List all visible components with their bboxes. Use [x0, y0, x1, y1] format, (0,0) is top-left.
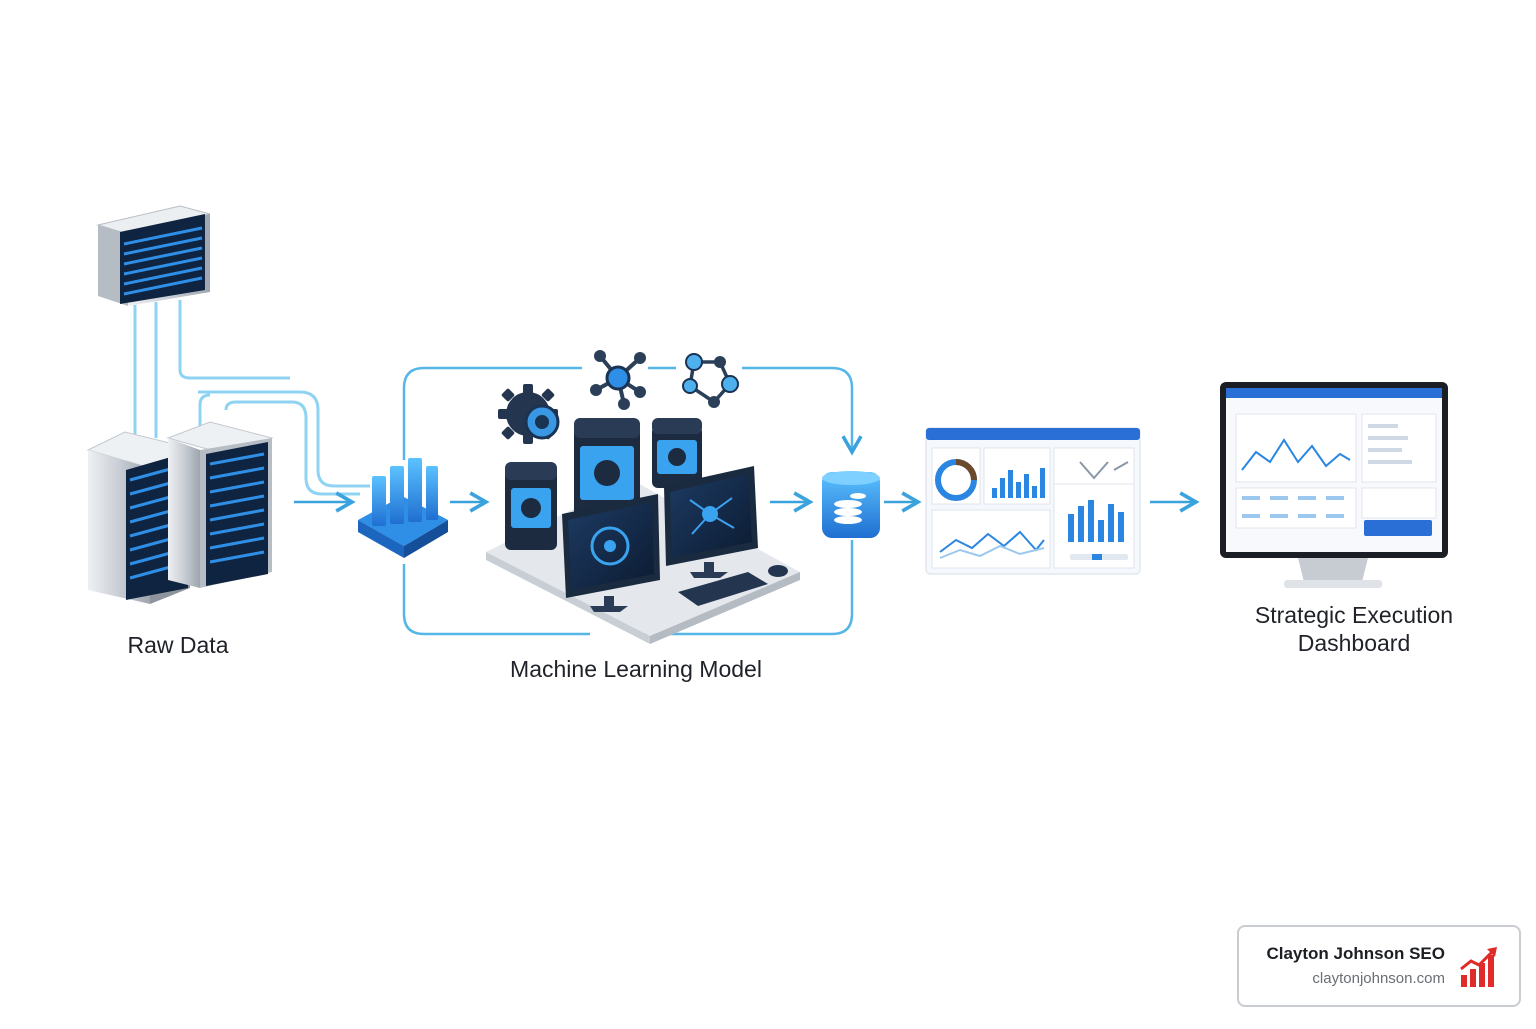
database-icon [822, 471, 880, 538]
server-tower-right-icon [166, 421, 274, 588]
brand-name: Clayton Johnson SEO [1266, 944, 1445, 963]
ml-server-center-icon [574, 418, 640, 520]
mouse-icon [768, 565, 788, 577]
ml-server-right-icon [652, 418, 702, 488]
ml-monitor-right-icon [664, 466, 758, 578]
data-ingest-icon [358, 458, 448, 558]
ml-loop-connector [402, 366, 863, 636]
analytics-panel-icon [925, 427, 1141, 575]
ml-model-label: Machine Learning Model [510, 656, 762, 682]
brand-card[interactable]: Clayton Johnson SEO claytonjohnson.com [1237, 925, 1521, 1007]
dashboard-monitor-icon [1220, 382, 1448, 588]
raw-data-label: Raw Data [127, 632, 229, 658]
bar-chart-trend-icon [1460, 947, 1497, 987]
ml-monitor-left-icon [562, 494, 660, 612]
dashboard-label: Strategic Execution Dashboard [1224, 601, 1484, 657]
network-node-icon [590, 350, 646, 410]
ml-server-left-icon [505, 462, 557, 550]
top-server-icon [96, 205, 211, 306]
gear-icon [498, 384, 560, 444]
dashboard-label-line1: Strategic Execution [1254, 602, 1454, 628]
keyboard-icon [678, 572, 768, 606]
brand-url[interactable]: claytonjohnson.com [1312, 970, 1445, 987]
dashboard-label-line2: Dashboard [1297, 630, 1411, 656]
data-cables [133, 300, 370, 496]
molecule-icon [682, 353, 739, 408]
